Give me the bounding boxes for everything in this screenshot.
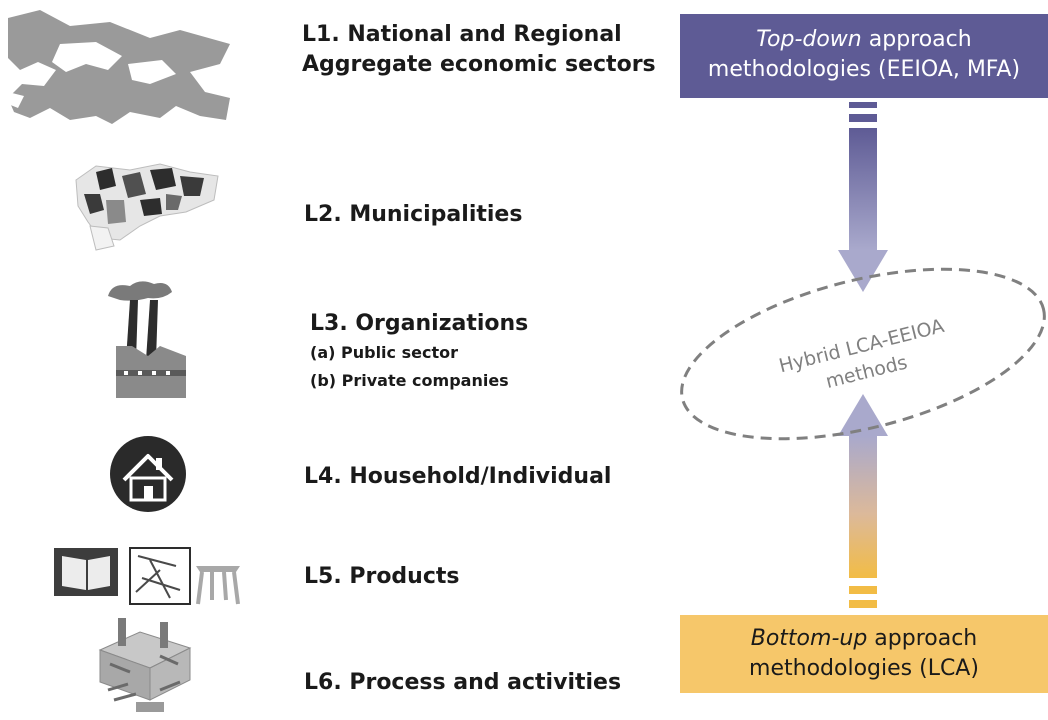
- level-l3-block: L3. Organizations (a) Public sector (b) …: [310, 309, 528, 395]
- level-l1-line1: L1. National and Regional: [302, 22, 622, 47]
- top-down-box-line1: Top-down approach: [680, 25, 1048, 55]
- top-down-emphasis: Top-down: [756, 27, 862, 52]
- top-down-box-line2: methodologies (EEIOA, MFA): [707, 57, 1021, 82]
- bottom-up-rest: approach: [867, 626, 978, 651]
- level-l4-label: L4. Household/Individual: [304, 464, 612, 489]
- level-l3-subitem-a: (a) Public sector: [310, 343, 458, 362]
- bottom-up-emphasis: Bottom-up: [750, 626, 868, 651]
- process-plant-icon: [98, 618, 192, 712]
- mediterranean-map-icon: [8, 10, 230, 124]
- level-l3-subitem-b: (b) Private companies: [310, 371, 509, 390]
- bottom-up-box: Bottom-up approach methodologies (LCA): [680, 615, 1048, 693]
- bottom-up-box-line2: methodologies (LCA): [749, 656, 979, 681]
- bottom-up-arrow: [838, 394, 888, 608]
- top-down-arrow: [838, 102, 888, 292]
- level-l3-label: L3. Organizations: [310, 311, 529, 336]
- house-icon: [110, 436, 186, 512]
- level-l6-label: L6. Process and activities: [304, 670, 622, 695]
- hybrid-methods-ellipse: [680, 267, 1046, 441]
- products-icon: [54, 547, 240, 605]
- factory-icon: [108, 281, 186, 398]
- level-l5-label: L5. Products: [304, 564, 460, 589]
- level-l2-label: L2. Municipalities: [304, 202, 523, 227]
- level-l1-label: L1. National and Regional Aggregate econ…: [302, 20, 656, 80]
- top-down-rest: approach: [861, 27, 972, 52]
- top-down-box: Top-down approach methodologies (EEIOA, …: [680, 14, 1048, 98]
- level-l1-line2: Aggregate economic sectors: [302, 52, 656, 77]
- municipality-map-icon: [70, 160, 226, 262]
- bottom-up-box-line1: Bottom-up approach: [680, 624, 1048, 654]
